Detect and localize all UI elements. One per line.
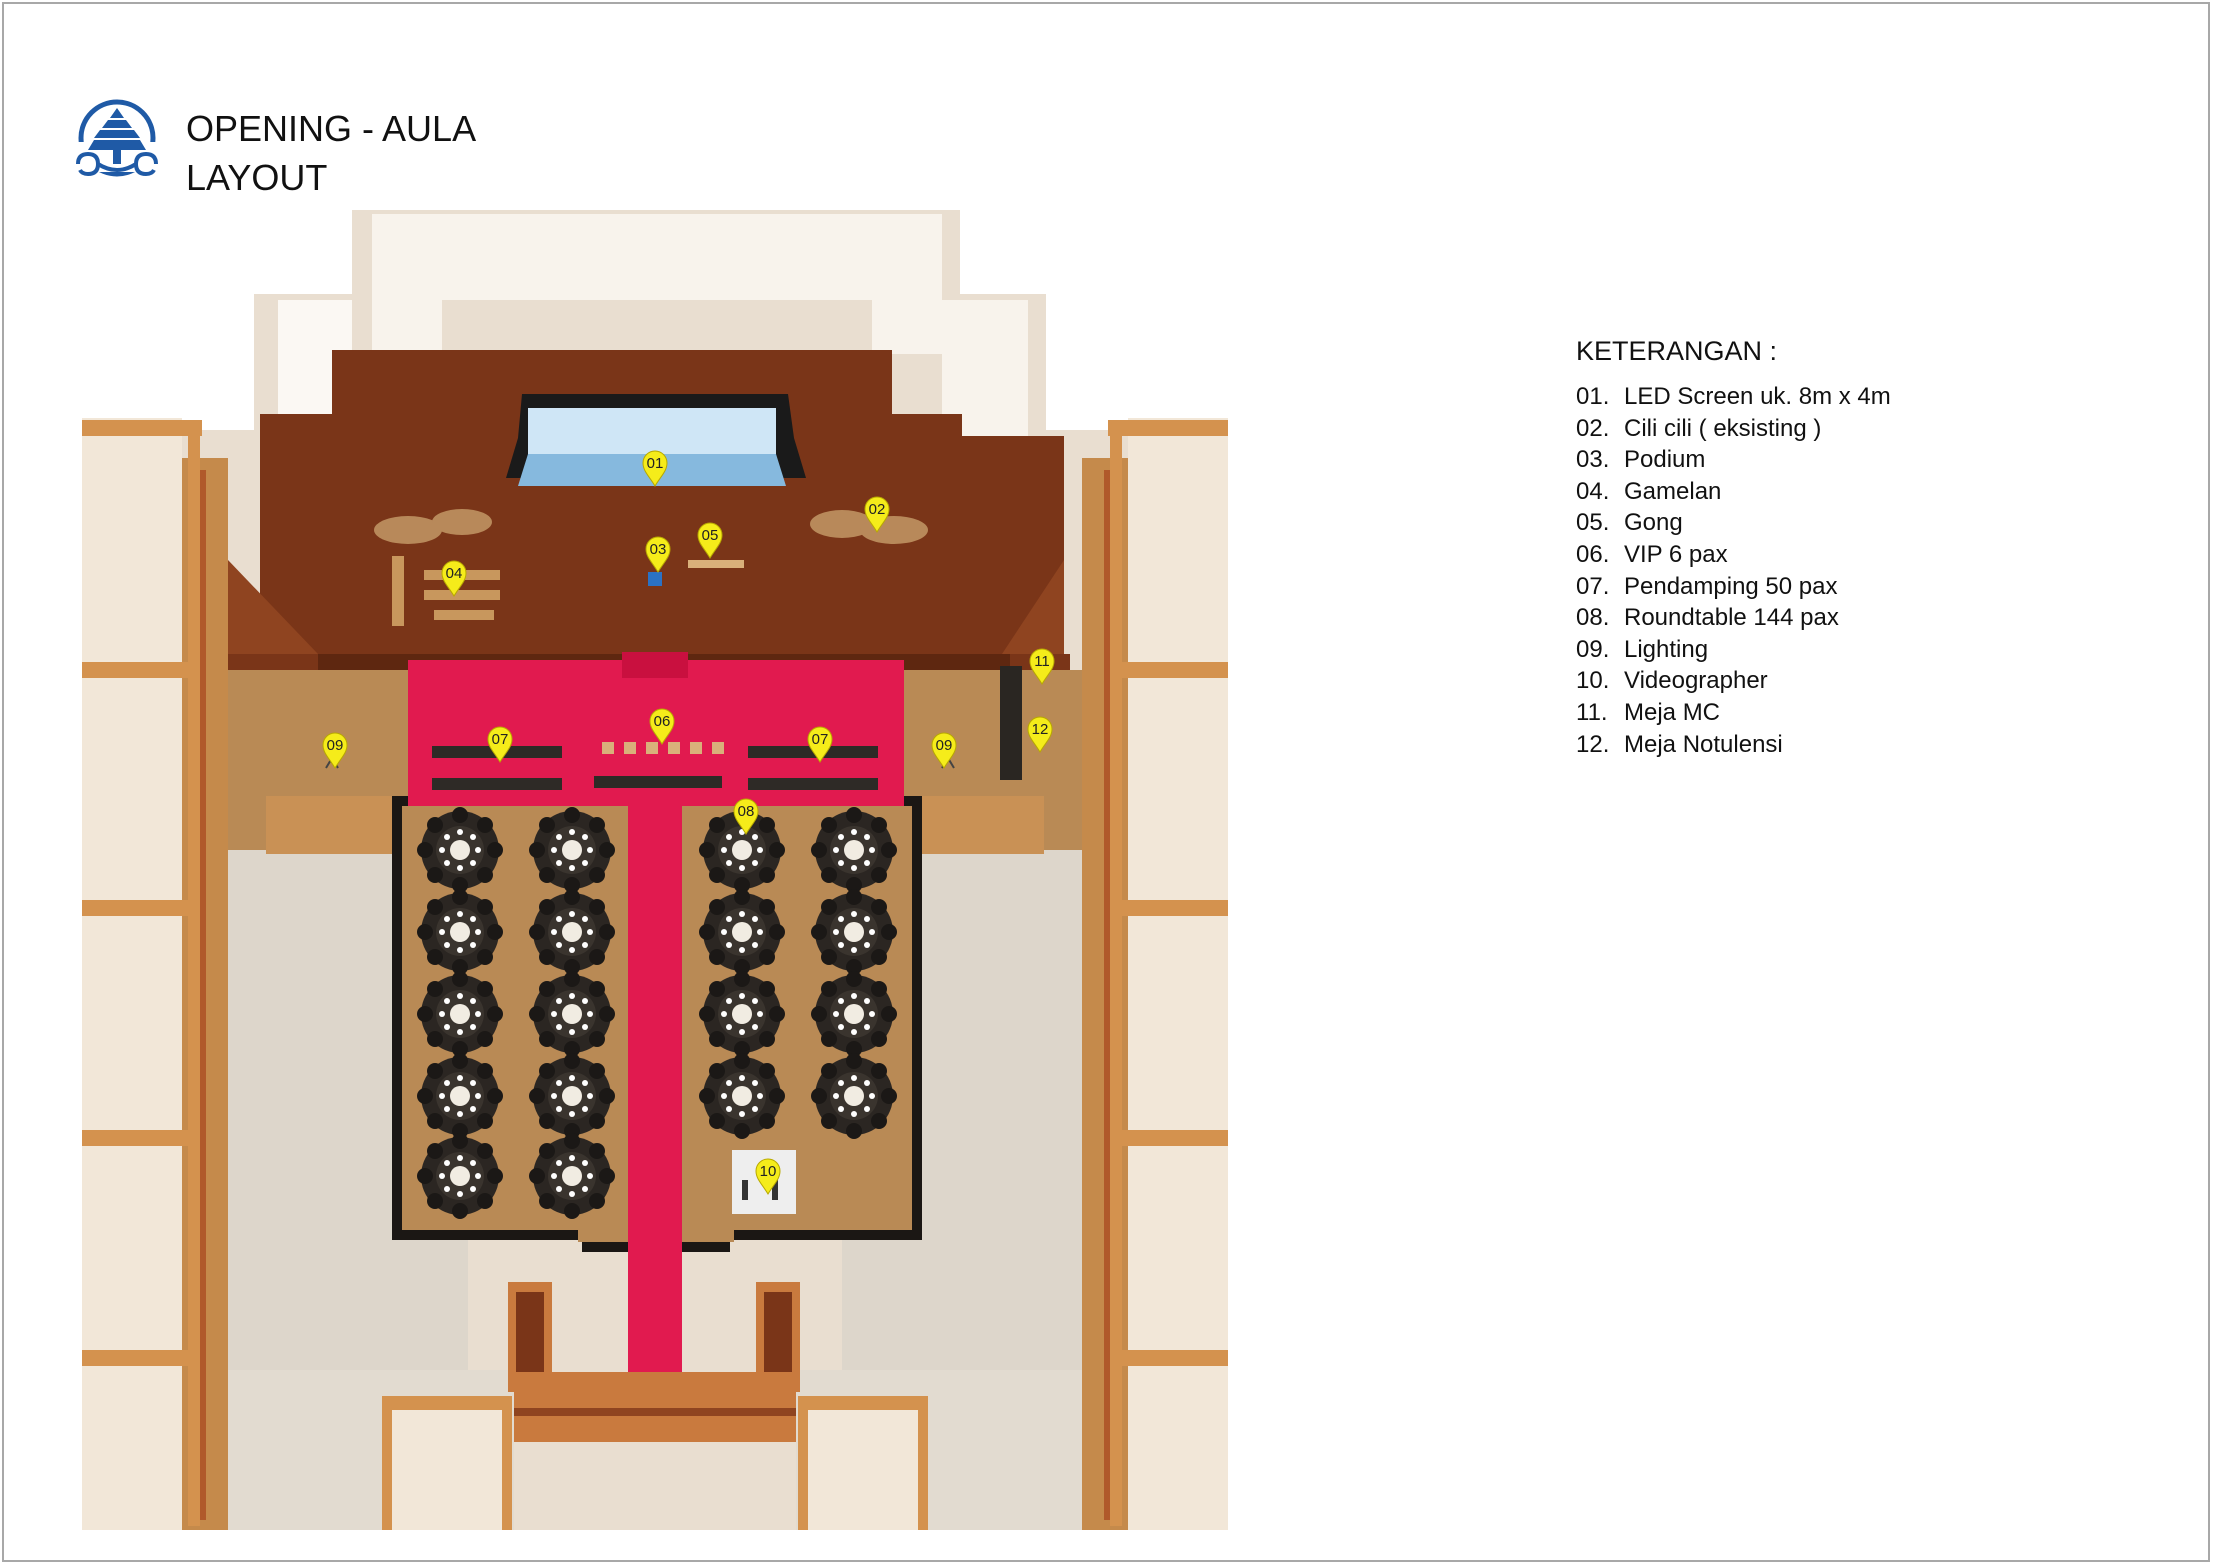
svg-text:12: 12 — [1032, 721, 1049, 738]
round-table — [699, 1053, 785, 1139]
legend-item-number: 07. — [1576, 572, 1610, 600]
round-table — [417, 807, 503, 893]
legend-item: 03. Podium — [1576, 444, 2136, 476]
legend-item: 05. Gong — [1576, 507, 2136, 539]
legend-item: 12. Meja Notulensi — [1576, 729, 2136, 761]
svg-text:10: 10 — [760, 1163, 777, 1180]
legend-item-number: 11. — [1576, 698, 1608, 726]
marker-09-right: 09 — [931, 732, 957, 769]
legend-item-label: Videographer — [1624, 667, 1768, 695]
marker-06: 06 — [649, 708, 675, 745]
legend-item: 04. Gamelan — [1576, 476, 2136, 508]
legend-heading: KETERANGAN : — [1576, 336, 1778, 366]
round-table — [699, 971, 785, 1057]
svg-text:11: 11 — [1034, 653, 1050, 670]
marker-10: 10 — [755, 1158, 781, 1195]
legend-item: 06. VIP 6 pax — [1576, 539, 2136, 571]
svg-text:09: 09 — [936, 737, 953, 754]
round-table — [529, 971, 615, 1057]
round-table — [529, 1053, 615, 1139]
svg-text:01: 01 — [647, 455, 664, 472]
legend-item-label: Roundtable 144 pax — [1624, 604, 1839, 632]
page-title: OPENING - AULA LAYOUT — [186, 104, 476, 202]
round-table — [529, 1133, 615, 1219]
legend-item-number: 03. — [1576, 446, 1610, 474]
legend-item: 07. Pendamping 50 pax — [1576, 571, 2136, 603]
legend-item-label: LED Screen uk. 8m x 4m — [1624, 383, 1891, 410]
legend-item-label: VIP 6 pax — [1624, 540, 1728, 568]
round-table — [417, 889, 503, 975]
legend-item: 02. Cili cili ( eksisting ) — [1576, 413, 2136, 445]
legend-item-number: 10. — [1576, 667, 1610, 695]
legend-item-label: Lighting — [1624, 635, 1709, 663]
marker-11: 11 — [1029, 648, 1055, 685]
legend-item-number: 01. — [1576, 383, 1610, 410]
title-line-1: OPENING - AULA — [186, 108, 477, 149]
legend-item-label: Cili cili ( eksisting ) — [1624, 414, 1822, 442]
legend: KETERANGAN : 01. LED Screen uk. 8m x 4m 02… — [1576, 336, 2136, 760]
legend-item: 10. Videographer — [1576, 665, 2136, 697]
svg-text:08: 08 — [738, 803, 755, 820]
round-table — [417, 971, 503, 1057]
round-table — [811, 889, 897, 975]
round-table — [417, 1053, 503, 1139]
legend-item: 08. Roundtable 144 pax — [1576, 602, 2136, 634]
legend-item: 09. Lighting — [1576, 634, 2136, 666]
legend-item-number: 04. — [1576, 477, 1610, 505]
svg-text:05: 05 — [702, 527, 719, 544]
legend-item: 11. Meja MC — [1576, 697, 2136, 729]
marker-09-left: 09 — [322, 732, 348, 769]
marker-04: 04 — [441, 560, 467, 597]
legend-item-label: Meja Notulensi — [1624, 730, 1783, 758]
hall-floor-plan: 01 02 03 04 05 06 07 07 08 09 09 10 11 1… — [82, 210, 1228, 1530]
svg-text:02: 02 — [869, 501, 886, 518]
legend-item-label: Gamelan — [1624, 477, 1722, 505]
svg-text:03: 03 — [650, 541, 667, 558]
round-table — [811, 807, 897, 893]
svg-text:09: 09 — [327, 737, 344, 754]
marker-07-right: 07 — [807, 726, 833, 763]
legend-item-number: 05. — [1576, 509, 1610, 537]
svg-text:07: 07 — [492, 731, 509, 748]
marker-03: 03 — [645, 536, 671, 573]
round-table — [529, 807, 615, 893]
legend-item-number: 12. — [1576, 730, 1610, 758]
legend-item: 01. LED Screen uk. 8m x 4m — [1576, 381, 2136, 413]
legend-item-label: Podium — [1624, 446, 1706, 474]
svg-text:07: 07 — [812, 731, 829, 748]
legend-item-label: Pendamping 50 pax — [1624, 572, 1838, 600]
round-table — [529, 889, 615, 975]
legend-item-number: 02. — [1576, 414, 1610, 442]
marker-02: 02 — [864, 496, 890, 533]
legend-item-number: 08. — [1576, 604, 1610, 632]
round-table — [699, 889, 785, 975]
legend-item-number: 06. — [1576, 540, 1610, 568]
round-table — [811, 971, 897, 1057]
svg-text:06: 06 — [654, 713, 671, 730]
legend-list: 01. LED Screen uk. 8m x 4m 02. Cili cili ( … — [1576, 381, 2136, 760]
round-table — [811, 1053, 897, 1139]
legend-item-number: 09. — [1576, 635, 1610, 663]
marker-08: 08 — [733, 798, 759, 835]
marker-12: 12 — [1027, 716, 1053, 753]
legend-item-label: Meja MC — [1624, 698, 1721, 726]
marker-07-left: 07 — [487, 726, 513, 763]
legend-item-label: Gong — [1624, 509, 1683, 537]
marker-01: 01 — [642, 450, 668, 487]
svg-text:04: 04 — [446, 565, 463, 582]
marker-05: 05 — [697, 522, 723, 559]
title-line-2: LAYOUT — [186, 157, 328, 198]
round-table — [417, 1133, 503, 1219]
temple-meru-icon — [76, 99, 158, 177]
